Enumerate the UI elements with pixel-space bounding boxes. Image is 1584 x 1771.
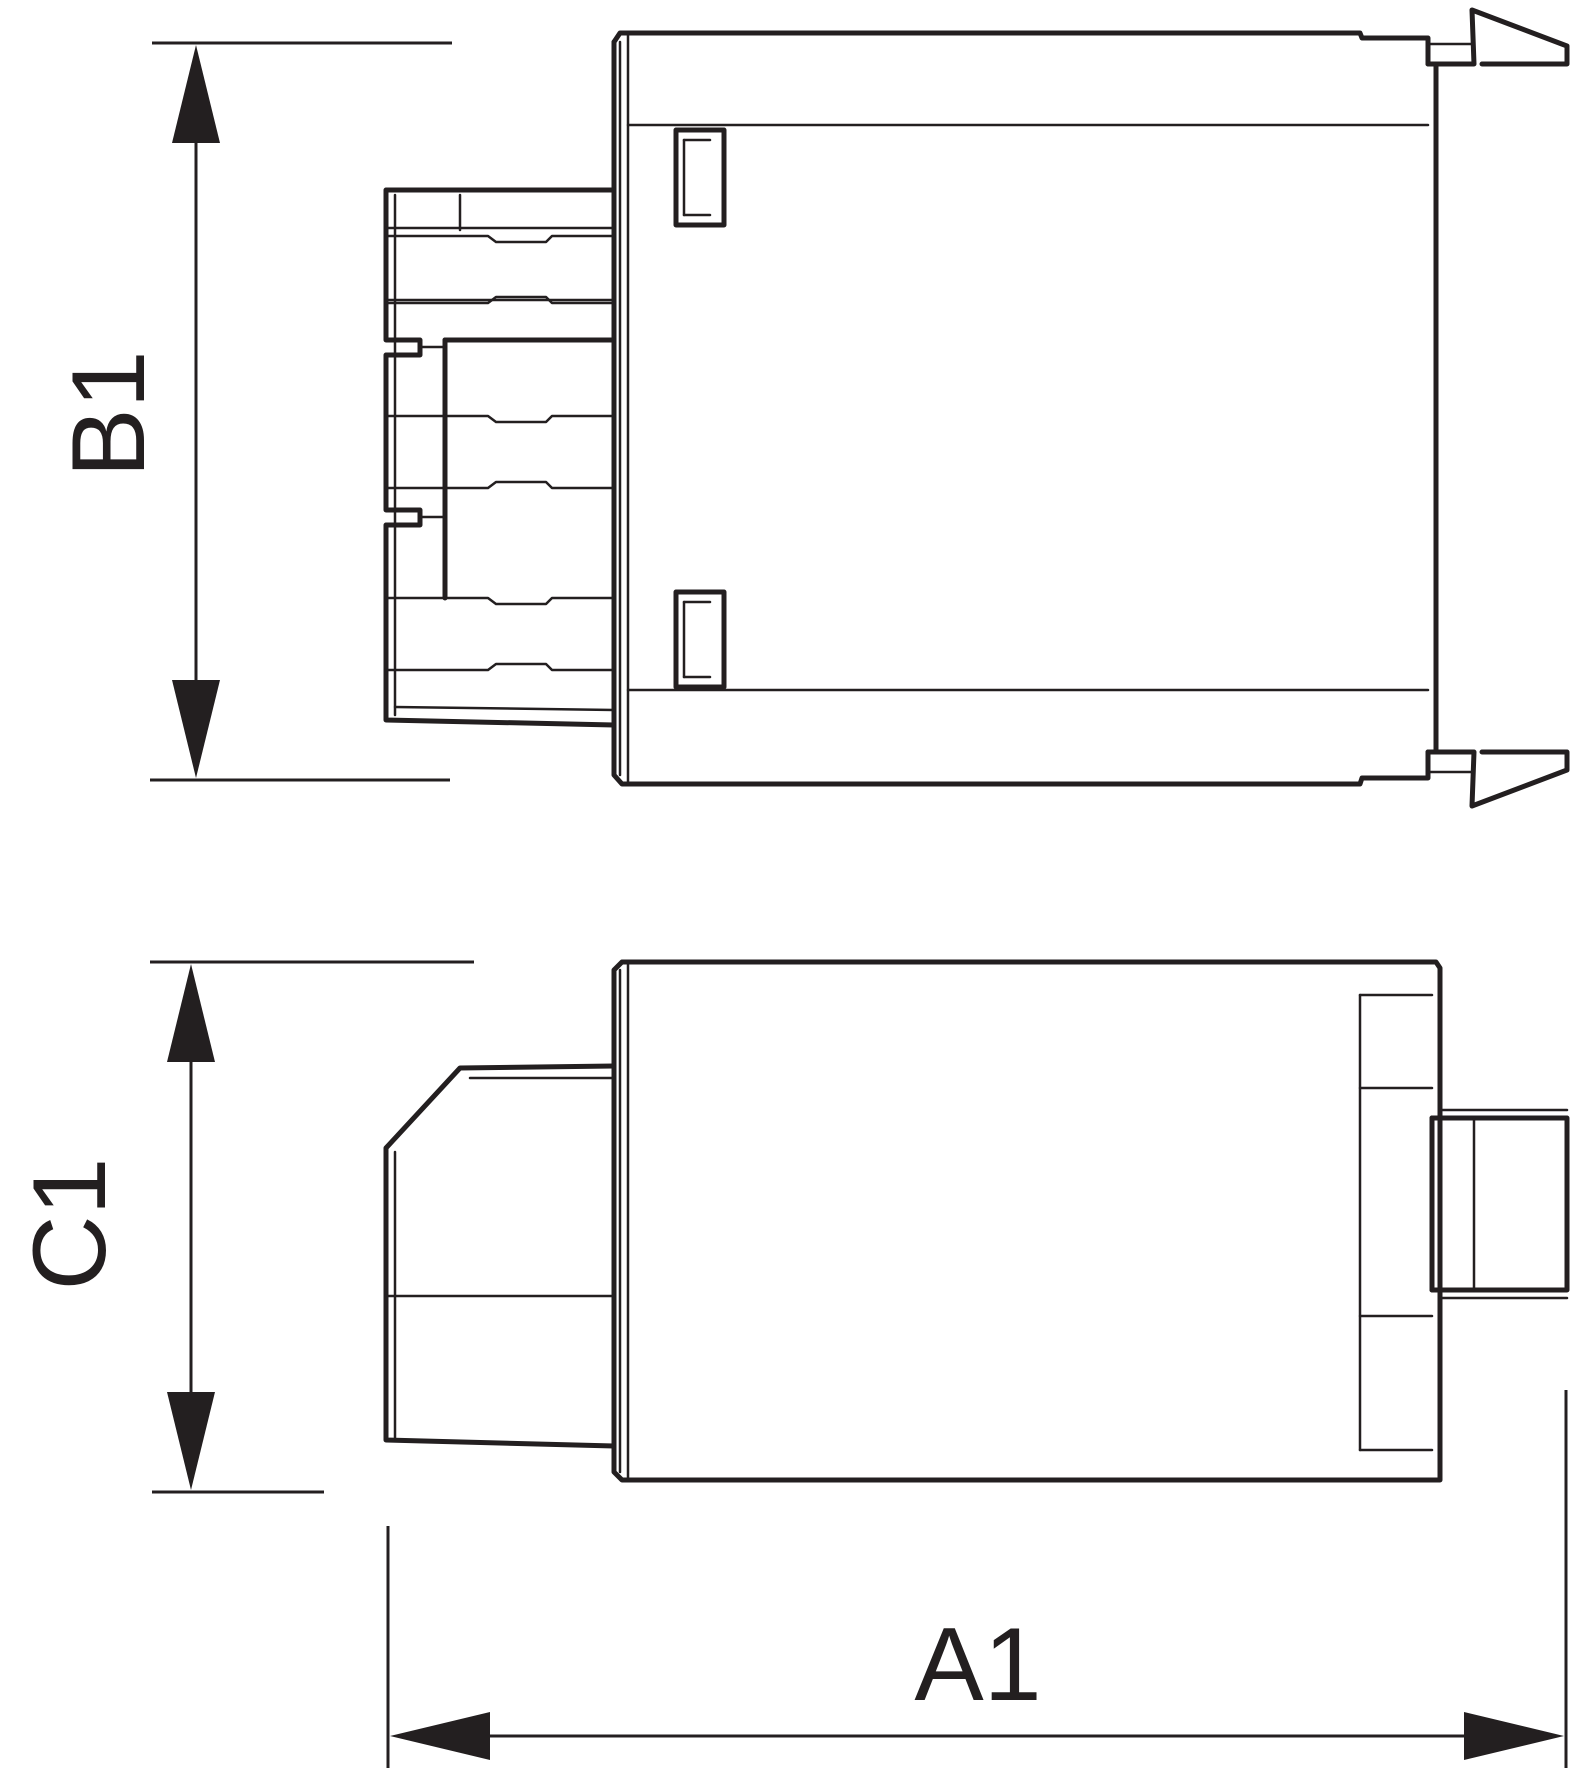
- a1-label: A1: [914, 1607, 1041, 1723]
- a1-arrow-right: [1464, 1712, 1564, 1760]
- dimension-b1: B1: [51, 41, 452, 782]
- c1-label: C1: [12, 1158, 128, 1291]
- b1-arrow-bottom: [172, 680, 220, 778]
- side-view-right-tab: [1429, 1108, 1570, 1300]
- side-view-main-body: [611, 959, 1443, 1483]
- side-view-terminal-block: [383, 1063, 617, 1449]
- top-view-main-body: [611, 30, 1439, 787]
- top-view: [383, 7, 1570, 809]
- top-view-window-bottom: [673, 589, 727, 690]
- dimension-a1: A1: [386, 1390, 1568, 1768]
- top-view-window-top: [673, 127, 727, 228]
- b1-arrow-top: [172, 45, 220, 143]
- b1-label: B1: [51, 350, 167, 477]
- side-view: [383, 959, 1570, 1483]
- top-view-terminal-block: [383, 187, 617, 728]
- top-view-right-clip-top: [1426, 7, 1570, 67]
- dimension-c1: C1: [12, 960, 474, 1494]
- c1-arrow-top: [167, 964, 215, 1062]
- top-view-right-clip-bottom: [1426, 749, 1570, 809]
- c1-arrow-bottom: [167, 1392, 215, 1490]
- a1-arrow-left: [390, 1712, 490, 1760]
